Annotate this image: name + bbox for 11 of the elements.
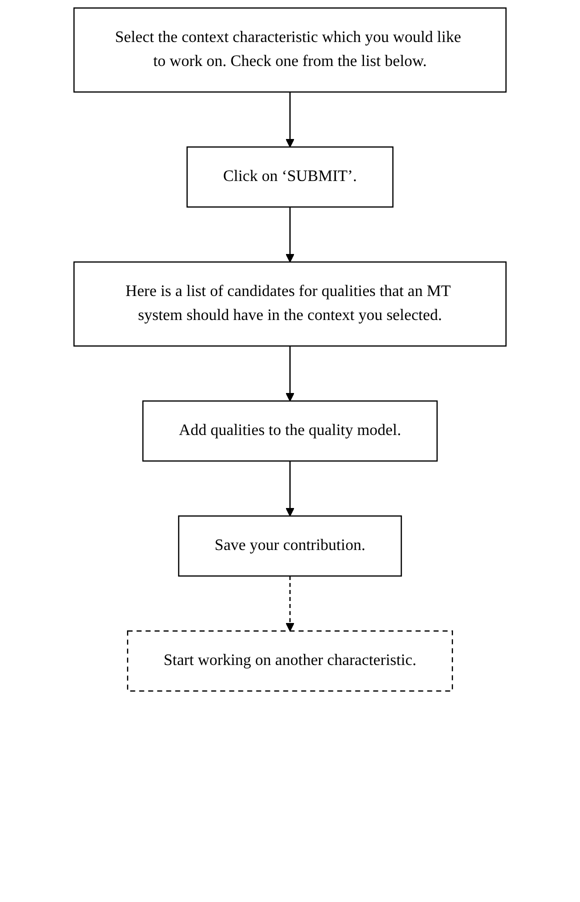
node-box: Click on ‘SUBMIT’. <box>186 146 394 208</box>
node-box: Select the context characteristic which you would like to work on. Check one from the list below. <box>73 7 507 93</box>
node-box: Add qualities to the quality model. <box>142 400 438 462</box>
arrow <box>286 346 294 402</box>
arrow <box>286 576 294 632</box>
node-box: Here is a list of candidates for qualities that an MT system should have in the context you selected. <box>73 261 507 347</box>
node-box: Start working on another characteristic. <box>127 630 453 692</box>
node-box: Save your contribution. <box>178 515 402 577</box>
arrow <box>286 92 294 148</box>
arrow <box>286 207 294 262</box>
arrow <box>286 461 294 516</box>
